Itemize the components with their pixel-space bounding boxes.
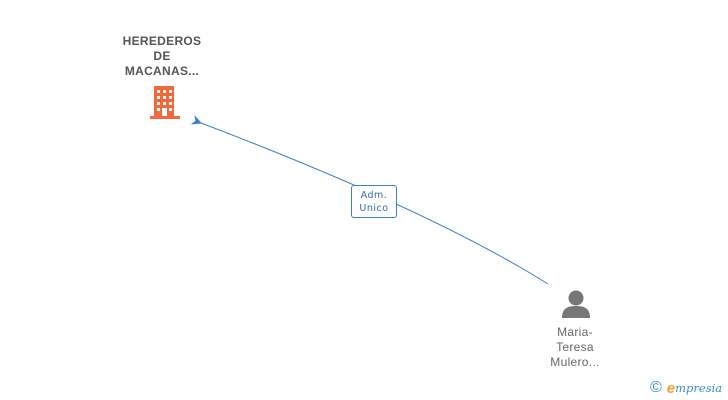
company-name-line: MACANAS... (124, 64, 200, 78)
brand-footer[interactable]: © e mpresia (650, 378, 722, 398)
person-name-line: Maria- (557, 325, 593, 339)
role-line: Unico (359, 203, 389, 214)
company-name-line: HEREDEROS (122, 34, 202, 48)
brand-logo-text: mpresia (675, 381, 723, 395)
copyright-icon: © (650, 379, 662, 396)
company-name-line: DE (153, 49, 171, 63)
brand-logo-initial: e (666, 379, 676, 397)
person-icon[interactable] (560, 289, 592, 324)
person-name-line: Teresa (556, 340, 594, 354)
relation-arrow (190, 115, 549, 285)
person-name-line: Mulero... (550, 355, 600, 369)
person-name[interactable]: Maria- Teresa Mulero... (530, 325, 620, 370)
company-name[interactable]: HEREDEROS DE MACANAS... (112, 34, 212, 79)
building-icon[interactable] (148, 84, 182, 125)
role-badge[interactable]: Adm. Unico (351, 185, 397, 218)
role-line: Adm. (360, 190, 388, 201)
